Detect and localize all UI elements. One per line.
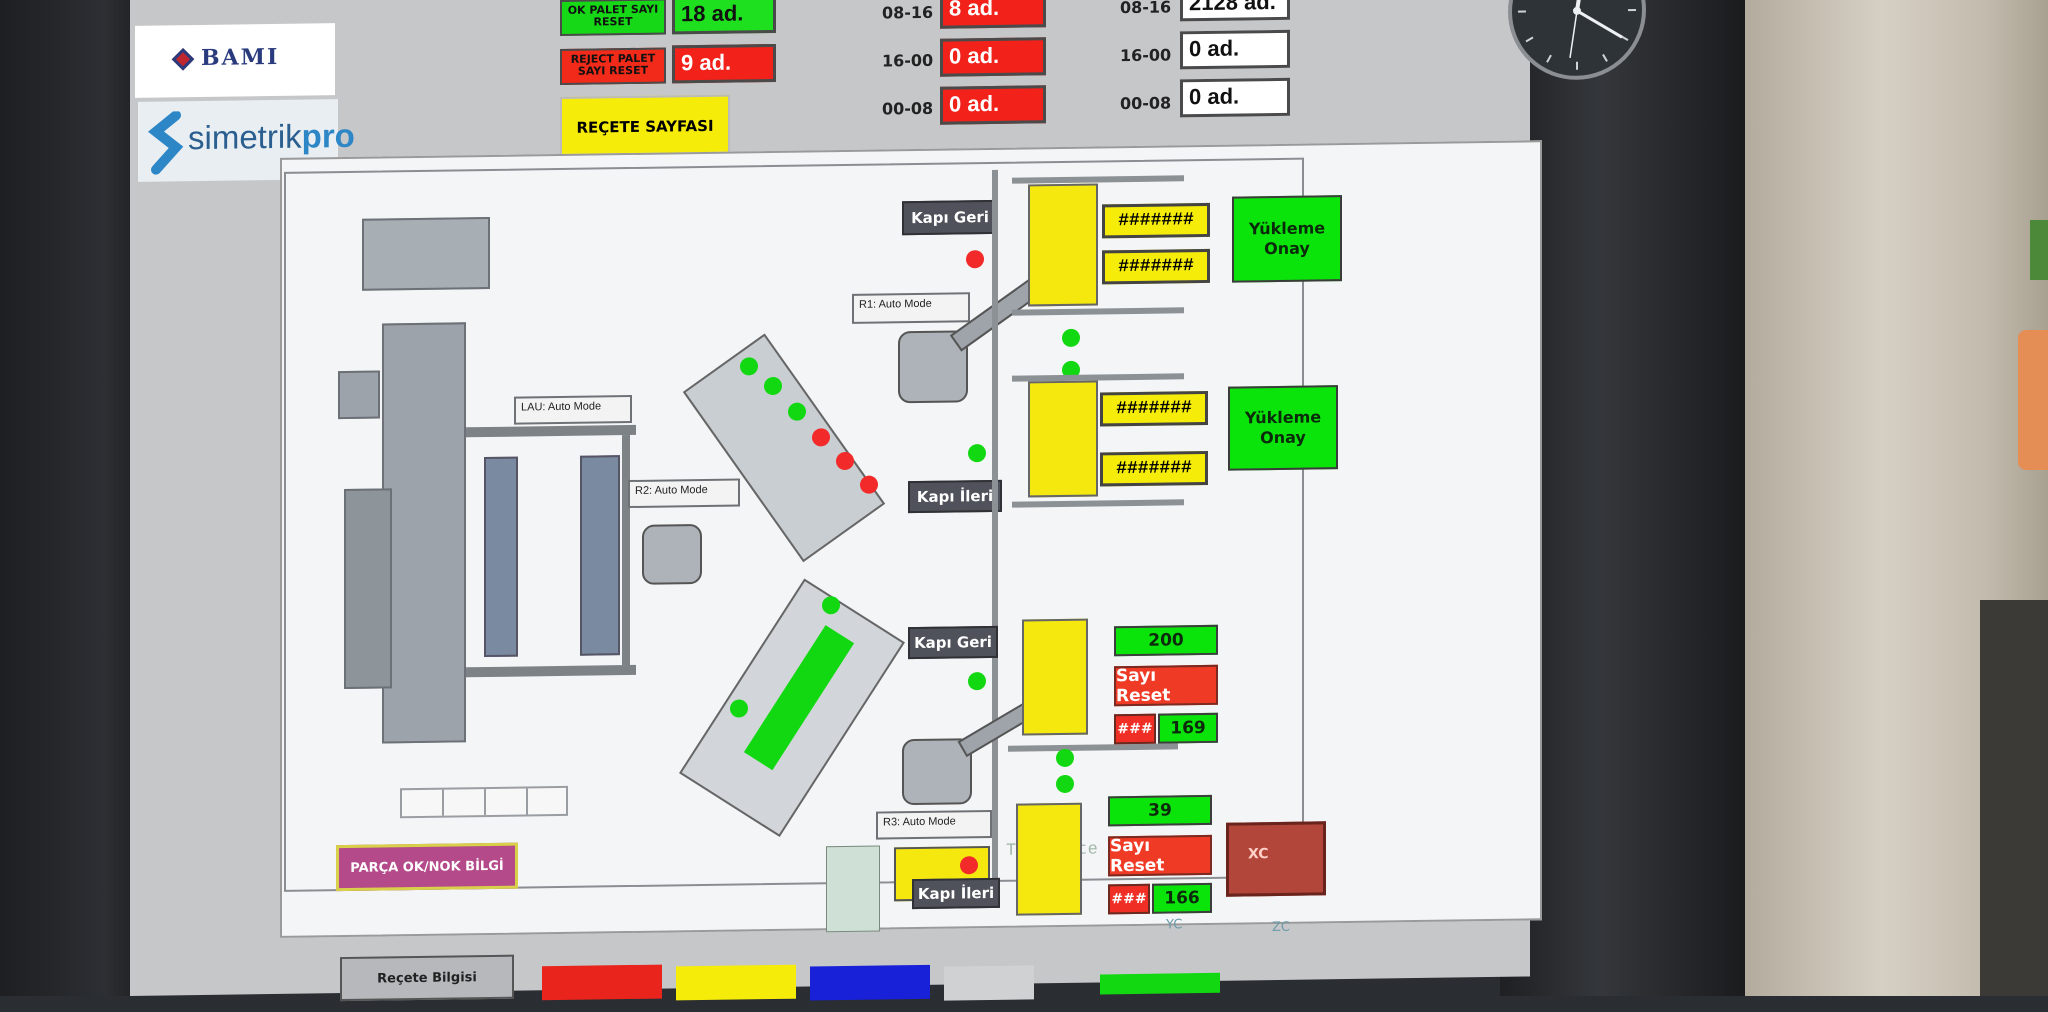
parca-ok-nok-button[interactable]: PARÇA OK/NOK BİLGİ: [336, 843, 518, 892]
lau-fixture: [484, 457, 518, 657]
bottom-blue-button[interactable]: [810, 965, 930, 1001]
lau-side-unit: [338, 371, 380, 420]
simetrik-logo-text: simetrikpro: [188, 117, 355, 157]
shift-reject-label: 16-00: [882, 51, 933, 71]
monitor-bezel-left: [0, 0, 150, 996]
ok-palet-counter: 18 ad.: [672, 0, 776, 34]
cell-layout-panel: LAU: Auto Mode R2: Auto Mode Kapı Geri R…: [280, 140, 1542, 938]
bottom-gray-button[interactable]: [944, 965, 1034, 1000]
shift-ok-counter: 0 ad.: [1180, 78, 1290, 118]
simetrik-logo-icon: [146, 111, 186, 176]
reject-palet-counter: 9 ad.: [672, 44, 776, 83]
kapi-ileri-button-2[interactable]: Kapı İleri: [912, 878, 1000, 909]
shift-ok-label: 08-16: [1120, 0, 1171, 17]
yukleme-onay-button-2[interactable]: Yükleme Onay: [1228, 385, 1338, 471]
station-4-small-display: ###: [1108, 884, 1150, 915]
kapi-geri-button-1[interactable]: Kapı Geri: [902, 200, 998, 235]
shift-reject-label: 00-08: [882, 99, 933, 119]
lau-mode-label: LAU: Auto Mode: [514, 395, 632, 425]
sayi-reset-button-2[interactable]: Sayı Reset: [1108, 835, 1212, 876]
axis-zc-label: ZC: [1272, 920, 1290, 935]
bami-logo-text: BAMI: [201, 44, 279, 71]
kapi-geri-button-2[interactable]: Kapı Geri: [908, 626, 998, 659]
station-2: [1028, 380, 1098, 497]
background-object: [1980, 600, 2048, 996]
station-1-display-a: #######: [1102, 203, 1210, 239]
station-2-display-b: #######: [1100, 451, 1208, 487]
hmi-screen: BAMI simetrikpro OK PALET SAYI RESET 18 …: [130, 0, 1530, 996]
table-fixture: [826, 846, 880, 933]
lau-machine[interactable]: [382, 322, 466, 743]
analog-clock: [1508, 0, 1646, 81]
station-4-count: 39: [1108, 795, 1212, 826]
shift-reject-label: 08-16: [882, 3, 933, 23]
background-object: [2030, 220, 2048, 280]
lau-side-unit: [344, 488, 392, 689]
station-3-small-count: 169: [1158, 713, 1218, 744]
shift-ok-label: 00-08: [1120, 93, 1171, 113]
station-4: [1016, 803, 1082, 916]
shift-ok-label: 16-00: [1120, 45, 1171, 65]
bami-logo: BAMI: [135, 23, 335, 98]
ok-palet-reset-button[interactable]: OK PALET SAYI RESET: [560, 0, 666, 36]
axis-xc-label: XC: [1248, 846, 1269, 862]
recete-bilgisi-button[interactable]: Reçete Bilgisi: [340, 955, 514, 1001]
kapi-ileri-button-1[interactable]: Kapı İleri: [908, 480, 1002, 513]
axis-yc-label: YC: [1166, 917, 1182, 932]
r3-mode-label: R3: Auto Mode: [876, 810, 992, 840]
recete-sayfasi-button[interactable]: REÇETE SAYFASI: [560, 95, 730, 159]
shift-ok-counter: 2128 ad.: [1180, 0, 1290, 21]
r2-mode-label: R2: Auto Mode: [628, 478, 740, 508]
lau-rail: [622, 435, 630, 665]
bottom-red-button[interactable]: [542, 965, 662, 1001]
bami-logo-mark: [172, 48, 195, 71]
yukleme-onay-button-1[interactable]: Yükleme Onay: [1232, 195, 1342, 283]
machine-block: [362, 217, 490, 291]
station-2-display-a: #######: [1100, 391, 1208, 427]
tray-slots: [400, 786, 568, 818]
shift-ok-counter: 0 ad.: [1180, 30, 1290, 70]
bottom-yellow-button[interactable]: [676, 965, 796, 1001]
bottom-green-button[interactable]: [1100, 973, 1220, 995]
safety-fence: [992, 170, 998, 890]
shift-reject-counter: 0 ad.: [940, 85, 1046, 124]
background-object: [2018, 330, 2048, 470]
sayi-reset-button-1[interactable]: Sayı Reset: [1114, 665, 1218, 706]
station-1: [1028, 183, 1098, 306]
station-4-small-count: 166: [1152, 883, 1212, 914]
shift-reject-counter: 0 ad.: [940, 37, 1046, 76]
station-1-display-b: #######: [1102, 249, 1210, 285]
reject-palet-reset-button[interactable]: REJECT PALET SAYI RESET: [560, 48, 666, 85]
r1-mode-label: R1: Auto Mode: [852, 292, 970, 324]
shift-reject-counter: 8 ad.: [940, 0, 1046, 29]
outfeed-unit: [1226, 821, 1326, 896]
station-3: [1022, 619, 1088, 736]
lau-fixture: [580, 455, 620, 656]
robot-r2[interactable]: [642, 524, 702, 585]
station-3-count: 200: [1114, 625, 1218, 656]
station-3-small-display: ###: [1114, 714, 1156, 745]
